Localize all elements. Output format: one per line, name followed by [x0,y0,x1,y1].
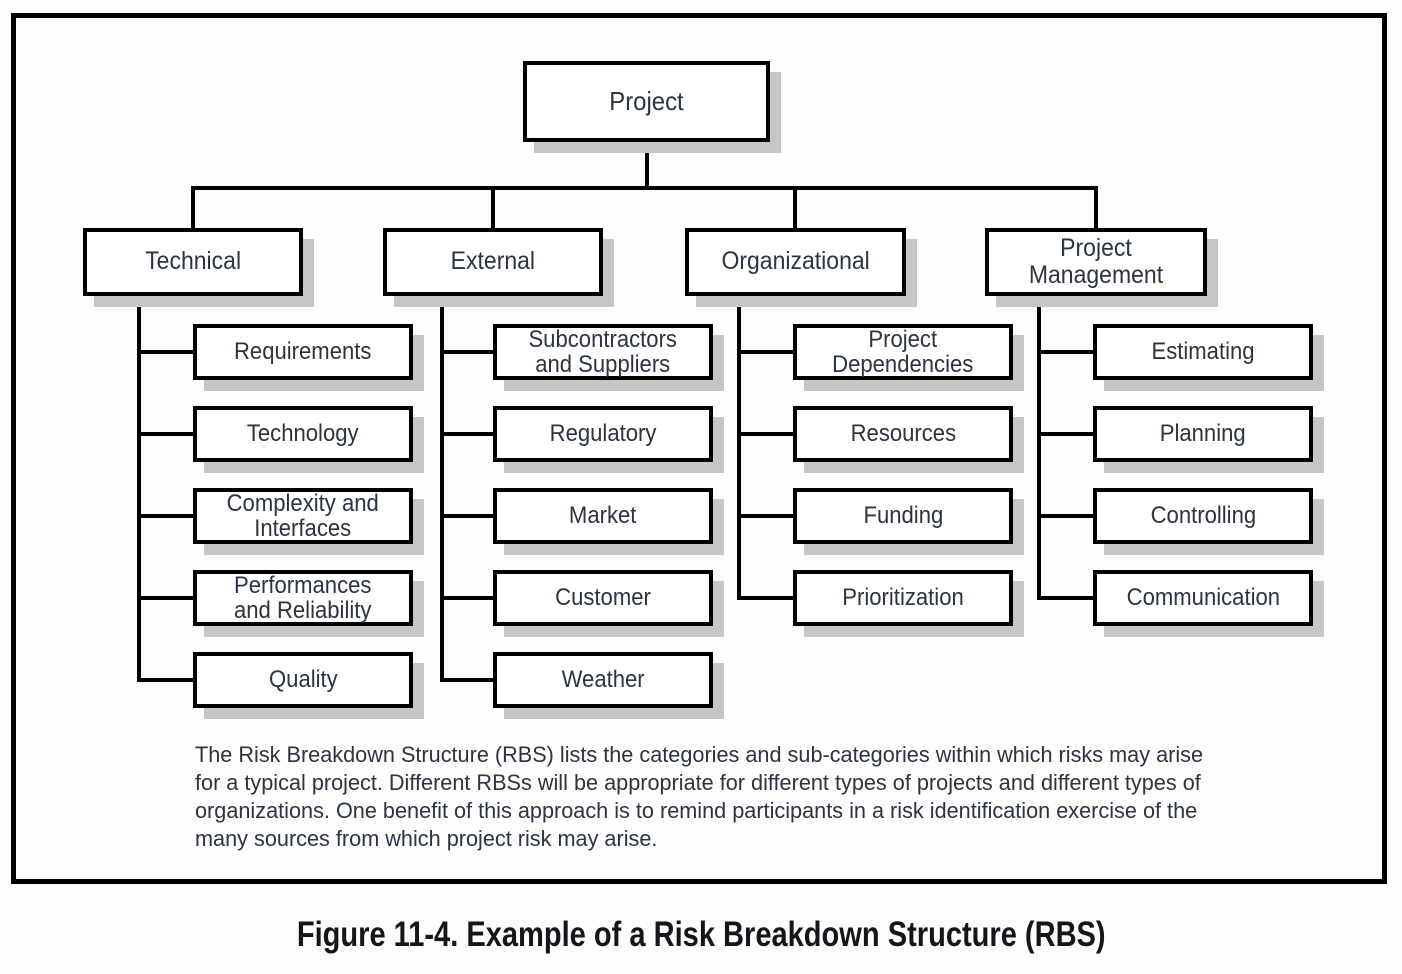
connector-stub [737,514,795,518]
diagram-caption: The Risk Breakdown Structure (RBS) lists… [195,741,1318,853]
connector-stub [1037,596,1095,600]
connector-trunk-organizational [737,296,741,600]
node-label: Prioritization [842,584,964,612]
caption-line: organizations. One benefit of this appro… [195,798,1198,823]
connector-trunk-project-management [1037,296,1041,600]
connector-drop-organizational [793,186,797,230]
node-complexity-interfaces: Complexity and Interfaces [193,488,413,544]
node-label: Project Dependencies [832,325,974,378]
node-label: Estimating [1151,338,1255,366]
connector-root-drop [645,142,649,190]
connector-stub [1037,432,1095,436]
node-label: Subcontractors and Suppliers [528,325,678,378]
caption-line: for a typical project. Different RBSs wi… [195,770,1201,795]
node-estimating: Estimating [1093,324,1313,380]
connector-stub [737,596,795,600]
connector-trunk-technical [137,296,141,682]
node-prioritization: Prioritization [793,570,1013,626]
caption-line: many sources from which project risk may… [195,826,658,851]
node-label: Project [609,86,684,117]
node-resources: Resources [793,406,1013,462]
connector-stub [1037,350,1095,354]
node-subcontractors-suppliers: Subcontractors and Suppliers [493,324,713,380]
node-technical: Technical [83,228,303,296]
node-label: Organizational [721,247,870,276]
node-label: Market [569,502,637,530]
figure-title-text: Figure 11-4. Example of a Risk Breakdown… [296,915,1106,954]
node-label: Customer [555,584,651,612]
node-communication: Communication [1093,570,1313,626]
node-label: Planning [1160,420,1246,448]
node-quality: Quality [193,652,413,708]
connector-top-rail [191,186,1098,190]
node-customer: Customer [493,570,713,626]
connector-stub [137,514,195,518]
connector-drop-technical [191,186,195,230]
node-funding: Funding [793,488,1013,544]
node-label: Performances and Reliability [234,571,372,624]
node-project-dependencies: Project Dependencies [793,324,1013,380]
node-label: Controlling [1150,502,1256,530]
connector-stub [137,678,195,682]
connector-stub [137,432,195,436]
connector-stub [137,350,195,354]
connector-stub [1037,514,1095,518]
connector-stub [440,514,495,518]
node-label: Weather [561,666,645,694]
node-label: Communication [1126,584,1280,612]
node-label: Technical [145,247,241,276]
caption-line: The Risk Breakdown Structure (RBS) lists… [195,742,1204,767]
node-planning: Planning [1093,406,1313,462]
node-market: Market [493,488,713,544]
node-label: Requirements [234,338,372,366]
node-label: Quality [268,666,338,694]
diagram-frame [11,13,1387,884]
node-weather: Weather [493,652,713,708]
connector-trunk-external [440,296,444,682]
node-technology: Technology [193,406,413,462]
node-label: Technology [247,420,359,448]
node-label: Complexity and Interfaces [226,489,380,542]
node-organizational: Organizational [685,228,906,296]
connector-drop-project-management [1094,186,1098,230]
connector-stub [440,678,495,682]
connector-stub [440,596,495,600]
node-external: External [383,228,603,296]
node-label: Regulatory [549,420,657,448]
node-label: Resources [850,420,956,448]
node-controlling: Controlling [1093,488,1313,544]
node-label: External [450,247,536,276]
connector-stub [737,350,795,354]
connector-drop-external [491,186,495,230]
connector-stub [737,432,795,436]
connector-stub [137,596,195,600]
node-project: Project [523,61,770,142]
node-requirements: Requirements [193,324,413,380]
node-performances-reliability: Performances and Reliability [193,570,413,626]
node-label: Funding [863,502,943,530]
figure-title: Figure 11-4. Example of a Risk Breakdown… [0,915,1402,955]
connector-stub [440,350,495,354]
connector-stub [440,432,495,436]
node-project-management: Project Management [985,228,1207,296]
node-regulatory: Regulatory [493,406,713,462]
node-label: Project Management [1028,233,1164,289]
